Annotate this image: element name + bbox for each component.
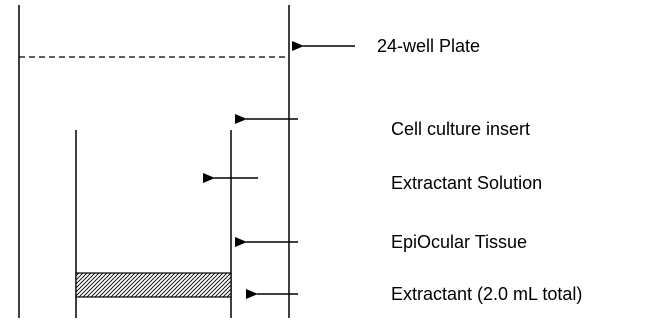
- label-epiocular-tissue: EpiOcular Tissue: [391, 232, 528, 252]
- label-extractant-total: Extractant (2.0 mL total): [391, 284, 583, 304]
- label-extractant-solution: Extractant Solution: [391, 173, 543, 193]
- epiocular-tissue-layer: [75, 272, 232, 298]
- label-cell-culture-insert: Cell culture insert: [391, 119, 531, 139]
- label-24-well-plate: 24-well Plate: [377, 36, 481, 56]
